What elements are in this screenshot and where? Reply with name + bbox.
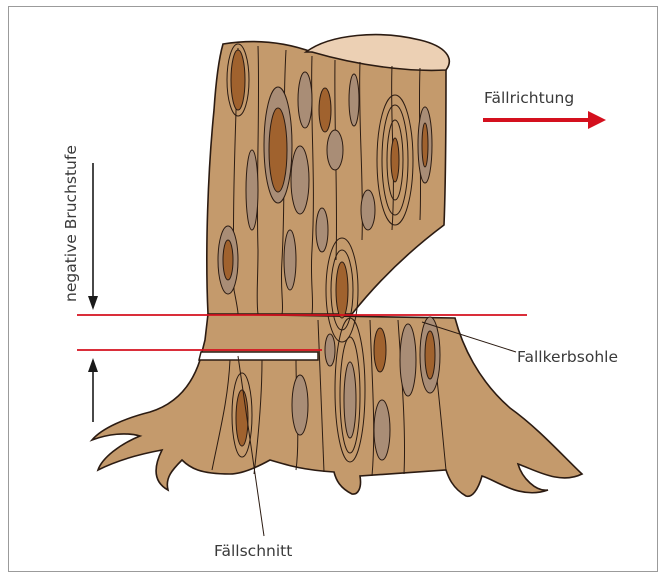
stump-base <box>92 314 582 496</box>
arrow-right-icon <box>483 111 606 129</box>
back-cut-slot <box>199 352 318 360</box>
label-negative-step: negative Bruchstufe <box>62 145 80 302</box>
label-direction: Fällrichtung <box>484 89 574 107</box>
arrow-up-icon <box>88 358 98 422</box>
arrow-down-icon <box>88 163 98 310</box>
label-notch-floor: Fallkerbsohle <box>517 348 618 366</box>
label-back-cut: Fällschnitt <box>214 542 292 560</box>
